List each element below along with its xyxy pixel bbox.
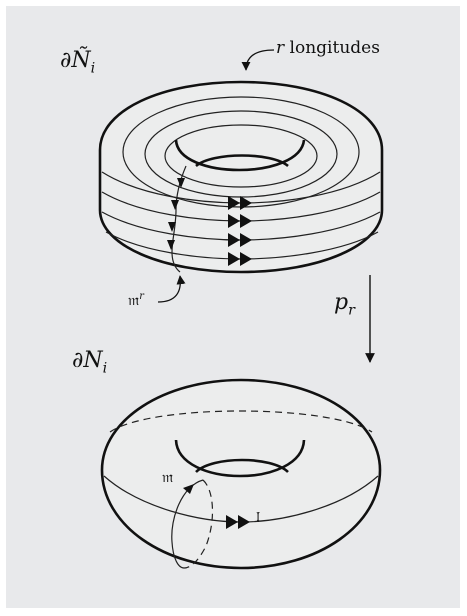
longitude-ring-inner [164, 124, 318, 188]
meridian-power-curve [171, 165, 187, 273]
top-torus [98, 80, 384, 274]
longitude-label: 𝔩 [256, 508, 260, 526]
meridian-power-callout-line [157, 275, 186, 303]
bottom-torus-label: ∂Ni [72, 348, 108, 377]
meridian-power-label: 𝔪r [128, 291, 144, 309]
meridian-arrowhead [183, 484, 194, 494]
top-hole-front-arc [195, 154, 289, 168]
meridian-power-arrowheads [167, 178, 185, 250]
longitudes-callout-line [241, 49, 275, 71]
top-torus-label: ∂Ñi [60, 48, 96, 77]
top-hole-back-arc [174, 139, 306, 172]
bottom-torus [100, 378, 382, 570]
bottom-hole-back-arc [174, 439, 306, 478]
covering-map-label: pr [334, 290, 355, 319]
bottom-torus-outline [100, 378, 382, 570]
meridian-label: 𝔪 [162, 468, 174, 486]
meridian-back-arc [183, 479, 214, 569]
bottom-hole-front-arc [195, 458, 289, 474]
bottom-back-rim [109, 410, 373, 433]
longitude-arrowheads [228, 196, 252, 266]
longitude-arrowhead [226, 515, 250, 529]
longitudes-label: r longitudes [276, 38, 380, 58]
